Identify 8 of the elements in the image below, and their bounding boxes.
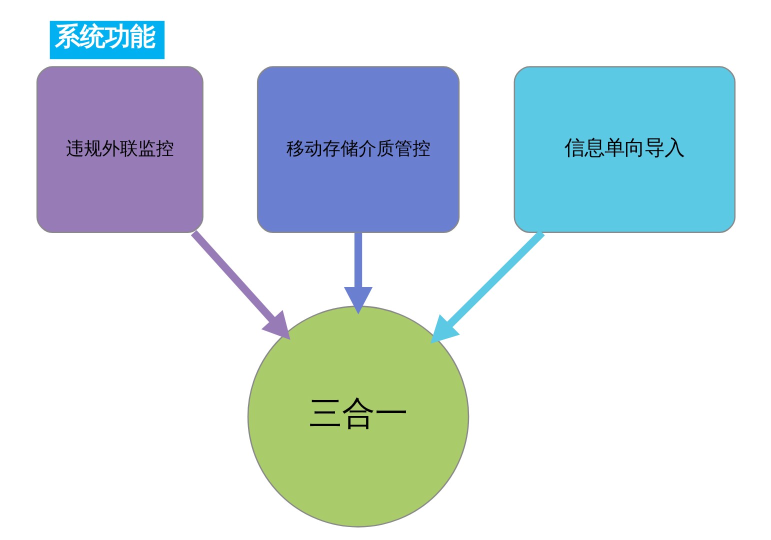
diagram-title: 系统功能: [54, 22, 154, 52]
arrow: [190, 230, 290, 340]
node-circle: 三合一: [246, 306, 469, 528]
node-box: 违规外联监控: [36, 66, 203, 234]
arrow: [343, 232, 372, 314]
node-box: 信息单向导入: [513, 66, 736, 234]
node-box: 移动存储介质管控: [256, 66, 460, 234]
arrow: [430, 230, 544, 344]
